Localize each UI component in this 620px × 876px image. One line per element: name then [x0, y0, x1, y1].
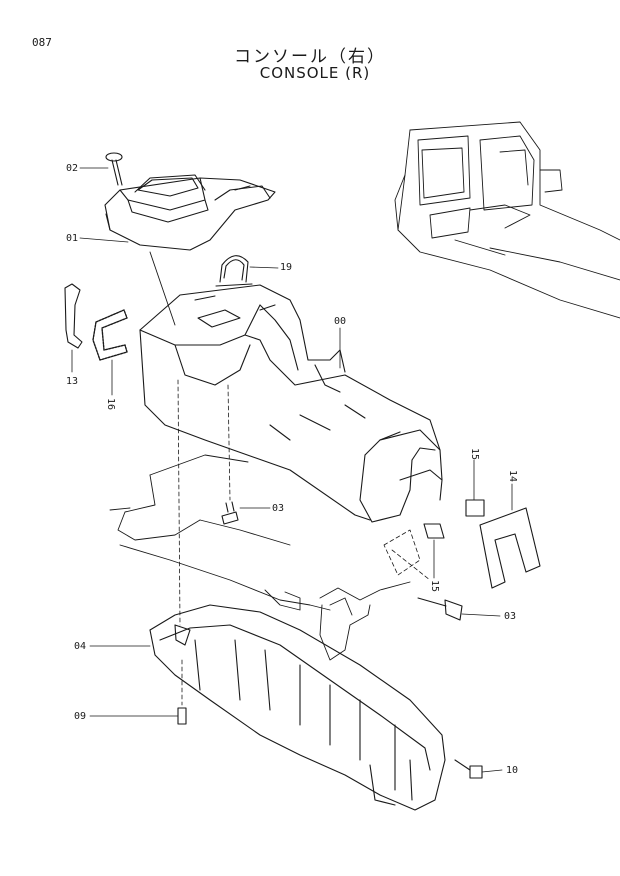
callout-03-right: 03 — [504, 611, 517, 622]
floor-frame — [109, 454, 411, 661]
callout-09: 09 — [74, 711, 87, 722]
callout-13: 13 — [66, 376, 79, 387]
part-02-screw — [105, 152, 123, 186]
part-19-clamp — [215, 255, 253, 287]
part-03-bolt-right — [417, 597, 463, 621]
callout-19: 19 — [280, 262, 293, 273]
title-english: CONSOLE (R) — [259, 64, 371, 82]
part-10-screw — [454, 759, 483, 779]
callout-10: 10 — [506, 765, 519, 776]
callout-15-upper: 15 — [469, 448, 480, 461]
part-04-under-tray — [149, 604, 446, 811]
part-13-bracket — [64, 283, 83, 349]
callout-14: 14 — [507, 470, 518, 483]
callout-03-upper: 03 — [272, 503, 285, 514]
part-15-pad-lower — [423, 523, 445, 539]
leader-cover-to-body — [149, 251, 176, 326]
callout-15-lower: 15 — [429, 580, 440, 593]
part-00-console-body — [139, 284, 443, 523]
part-15-pad-upper — [465, 499, 485, 517]
part-03-bolt-upper — [221, 501, 239, 525]
cab-inset-drawing — [394, 121, 620, 319]
callout-02: 02 — [66, 163, 79, 174]
part-01-top-cover — [104, 174, 276, 251]
callout-leaders — [71, 167, 513, 773]
callout-16: 16 — [105, 398, 116, 411]
title-japanese: コンソール（右） — [234, 47, 386, 67]
alignment-lines — [177, 379, 431, 706]
part-14-u-bracket — [479, 507, 541, 589]
callout-01: 01 — [66, 233, 79, 244]
callout-04: 04 — [74, 641, 87, 652]
part-16-seal — [92, 309, 128, 361]
part-09-screw — [177, 707, 187, 725]
callout-00: 00 — [334, 316, 347, 327]
page-number: 087 — [32, 36, 52, 49]
